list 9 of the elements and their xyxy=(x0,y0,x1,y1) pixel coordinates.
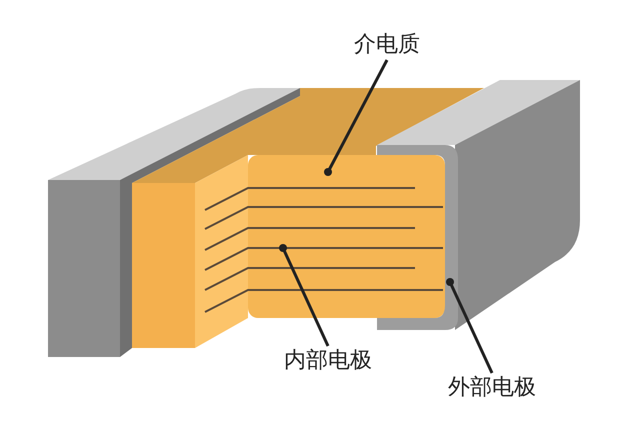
leader-line xyxy=(446,278,494,374)
internal-electrode-drawing xyxy=(204,187,443,313)
leader-line xyxy=(324,59,388,176)
callout-label: 介电质 xyxy=(354,32,420,58)
callout-label: 外部电极 xyxy=(448,375,536,401)
callout-label: 内部电极 xyxy=(284,348,372,374)
leader-line xyxy=(279,244,330,347)
end-cap-drawing xyxy=(377,80,580,330)
dielectric-drawing xyxy=(132,88,484,348)
